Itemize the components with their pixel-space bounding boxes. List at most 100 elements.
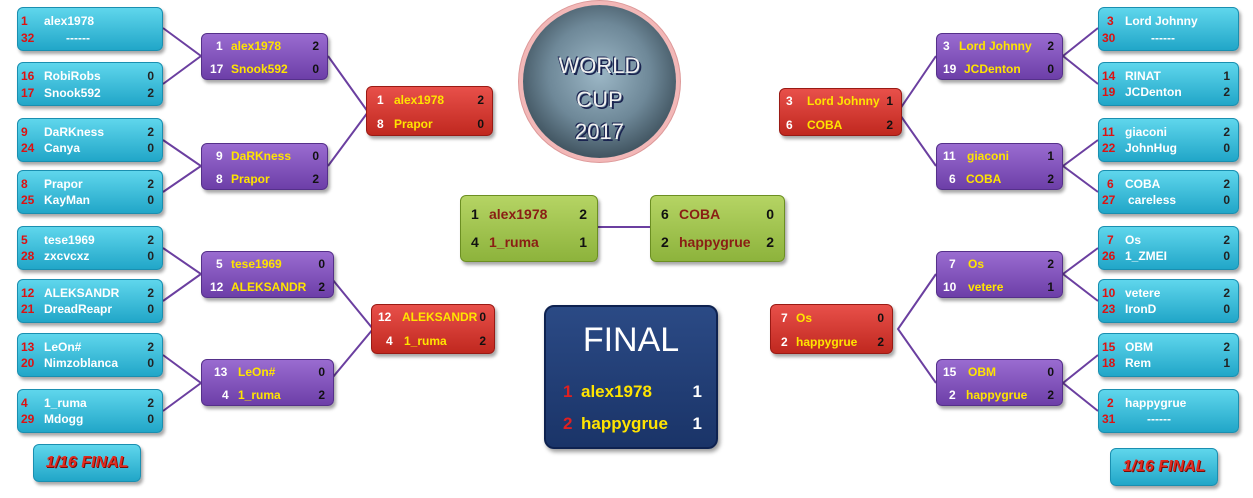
player-name: vetere	[1125, 286, 1161, 300]
seed: 30	[1102, 31, 1116, 45]
score: 0	[318, 365, 325, 379]
seed: 6	[661, 206, 669, 222]
score: 1	[692, 414, 702, 433]
seed: 25	[21, 193, 35, 207]
player-name: COBA	[966, 172, 1002, 186]
score: 2	[312, 172, 319, 186]
seed: 15	[943, 365, 957, 379]
score: 2	[877, 335, 884, 349]
player-name: ALEKSANDR	[231, 280, 307, 294]
player-name: happygrue	[1125, 396, 1187, 410]
player-name: RobiRobs	[44, 69, 101, 83]
seed: 10	[943, 280, 957, 294]
player-name: Snook592	[44, 86, 101, 100]
seed: 23	[1102, 302, 1116, 316]
score: 2	[147, 286, 154, 300]
score: 0	[477, 117, 484, 131]
player-name: 1_ruma	[489, 234, 539, 250]
seed: 19	[1102, 85, 1116, 99]
player-name: happygrue	[581, 414, 668, 433]
player-name: Lord Johnny	[1125, 14, 1198, 28]
score: 2	[147, 396, 154, 410]
player-name: alex1978	[44, 14, 95, 28]
logo-line-2: CUP	[576, 87, 623, 112]
player-name: happygrue	[966, 388, 1028, 402]
seed: 24	[21, 141, 35, 155]
score: 2	[147, 340, 154, 354]
seed: 4	[21, 396, 28, 410]
seed: 12	[210, 280, 224, 294]
seed: 6	[1107, 177, 1114, 191]
player-name: alex1978	[489, 206, 548, 222]
seed: 1	[563, 382, 573, 401]
score: 2	[1223, 340, 1230, 354]
score: 0	[1223, 193, 1230, 207]
seed: 16	[21, 69, 35, 83]
score: 2	[1223, 286, 1230, 300]
seed: 8	[377, 117, 384, 131]
seed: 15	[1102, 340, 1116, 354]
player-name: Canya	[44, 141, 81, 155]
player-name: RINAT	[1125, 69, 1161, 83]
score: 0	[147, 302, 154, 316]
seed: 9	[21, 125, 28, 139]
player-name: Os	[968, 257, 985, 271]
seed: 10	[1102, 286, 1116, 300]
world-cup-logo: WORLD CUP 2017	[523, 5, 676, 158]
score: 0	[1223, 249, 1230, 263]
score: 0	[318, 257, 325, 271]
score: 2	[147, 177, 154, 191]
seed: 9	[216, 149, 223, 163]
stage-label-left: 1/16 FINAL	[33, 444, 141, 482]
player-name: COBA	[807, 118, 843, 132]
seed: 3	[786, 94, 793, 108]
score: 2	[1047, 172, 1054, 186]
seed: 2	[1107, 396, 1114, 410]
seed: 13	[21, 340, 35, 354]
score: 2	[1223, 125, 1230, 139]
seed: 6	[949, 172, 956, 186]
seed: 3	[1107, 14, 1114, 28]
seed: 5	[21, 233, 28, 247]
stage-label-right: 1/16 FINAL	[1110, 448, 1218, 486]
seed: 7	[781, 311, 788, 325]
score: 1	[1223, 356, 1230, 370]
player-name: Lord Johnny	[959, 39, 1032, 53]
score: 2	[766, 234, 774, 250]
seed: 8	[216, 172, 223, 186]
player-name: happygrue	[796, 335, 858, 349]
seed: 20	[21, 356, 35, 370]
seed: 19	[943, 62, 957, 76]
